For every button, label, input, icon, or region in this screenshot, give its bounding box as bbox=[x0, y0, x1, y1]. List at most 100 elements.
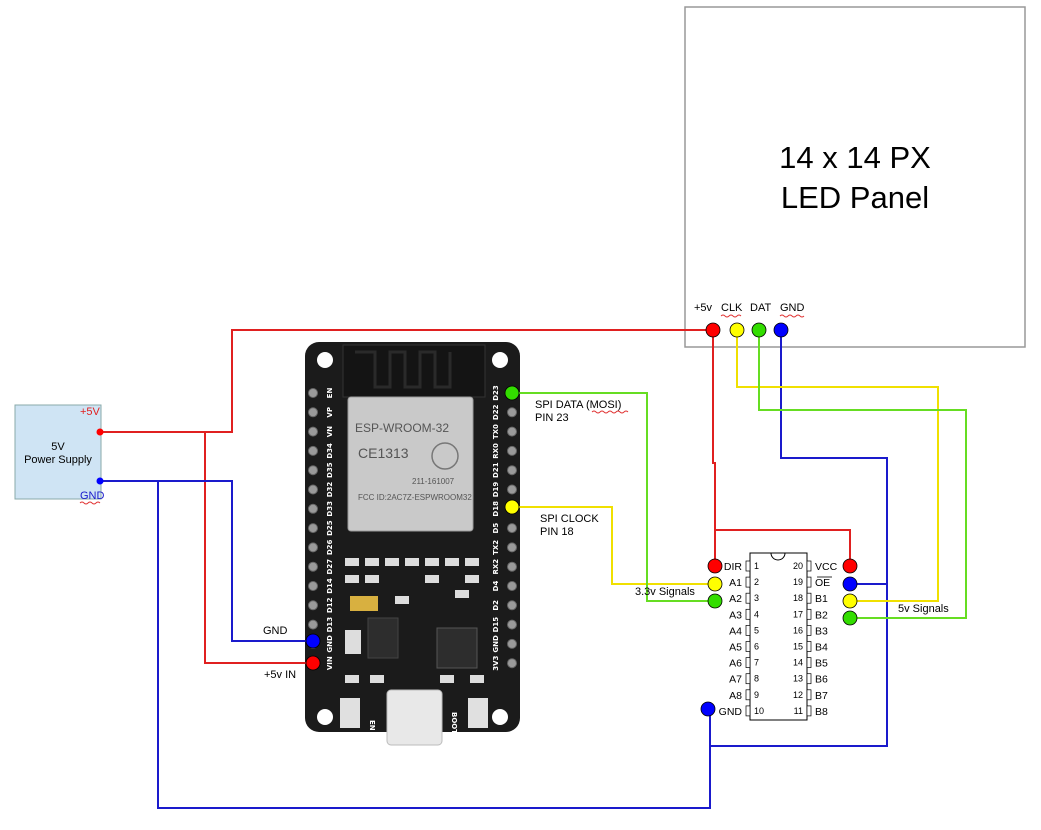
esp32-d23-dot bbox=[504, 385, 520, 401]
panel-title-line2: LED Panel bbox=[781, 180, 929, 215]
wires bbox=[100, 329, 967, 809]
chip-right-pin-name: B1 bbox=[815, 593, 828, 605]
chip-left-pin-leg bbox=[745, 560, 751, 572]
chip-left-pin-name: A6 bbox=[729, 658, 742, 670]
esp32-right-pin-label: D19 bbox=[492, 482, 500, 498]
panel-pin-gnd-label: GND bbox=[780, 302, 805, 314]
esp32-vin-label: +5v IN bbox=[264, 669, 296, 681]
chip-left-pin-name: A1 bbox=[729, 577, 742, 589]
chip-left-pin-number: 8 bbox=[754, 674, 759, 684]
esp32-gnd-label: GND bbox=[263, 625, 288, 637]
esp32-right-pin bbox=[507, 445, 517, 456]
esp32-vin-dot bbox=[305, 655, 321, 671]
panel-title-line1: 14 x 14 PX bbox=[779, 140, 931, 175]
chip-right-pin-leg bbox=[806, 689, 812, 701]
chip-left-pin-name: DIR bbox=[724, 561, 743, 573]
esp32-right-pin bbox=[507, 542, 517, 553]
chip-left-pin-number: 6 bbox=[754, 642, 759, 652]
esp32-left-pin-label: D35 bbox=[326, 462, 334, 478]
panel-dat-dot bbox=[751, 322, 767, 338]
esp32-right-pin-label: D22 bbox=[492, 404, 500, 420]
power-supply-label-line2: Power Supply bbox=[24, 454, 92, 466]
esp32-right-pin-label: GND bbox=[492, 635, 500, 653]
chip-b2-dot bbox=[842, 610, 858, 626]
chip-right-pin-name: VCC bbox=[815, 561, 838, 573]
esp32-left-pin-label: GND bbox=[326, 635, 334, 653]
chip-right-pin-number: 20 bbox=[793, 561, 803, 571]
esp32-right-pin bbox=[507, 638, 517, 649]
chip-right-pin-number: 11 bbox=[794, 706, 803, 716]
esp32-right-pin-label: D18 bbox=[492, 501, 500, 517]
esp32-left-pin-label: D12 bbox=[326, 597, 334, 613]
chip-right-pin-number: 19 bbox=[793, 577, 803, 587]
chip-right-pin-leg bbox=[806, 673, 812, 685]
panel-gnd-dot bbox=[773, 322, 789, 338]
esp32-d18-dot bbox=[504, 499, 520, 515]
chip-right-pin-leg bbox=[806, 657, 812, 668]
esp32-right-pin bbox=[507, 658, 517, 669]
esp32-left-pin bbox=[308, 426, 318, 437]
annotations: SPI DATA (MOSI) PIN 23 SPI CLOCK PIN 18 … bbox=[263, 399, 949, 681]
chip-left-pin-leg bbox=[745, 689, 751, 701]
esp32-right-pin bbox=[507, 523, 517, 534]
chip-left-pin-name: A8 bbox=[729, 690, 742, 702]
signals-3v3-label: 3.3v Signals bbox=[635, 586, 695, 598]
esp32-module-name: ESP-WROOM-32 bbox=[355, 421, 449, 435]
esp32-en-button-label: EN bbox=[368, 720, 376, 731]
esp32-left-pin bbox=[308, 484, 318, 495]
panel-clk-dot bbox=[729, 322, 745, 338]
signals-5v-label: 5v Signals bbox=[898, 603, 949, 615]
chip-right-pin-leg bbox=[806, 705, 812, 717]
esp32-left-pin bbox=[308, 388, 318, 398]
chip-left-pin-number: 1 bbox=[754, 561, 759, 571]
esp32-right-pin bbox=[507, 426, 517, 437]
esp32-left-pin-label: D14 bbox=[326, 578, 334, 594]
supply-pos-dot bbox=[96, 428, 104, 436]
esp32-right-pin-label: RX2 bbox=[492, 559, 500, 575]
esp32-right-pin bbox=[507, 465, 517, 476]
chip-a1-dot bbox=[707, 576, 723, 592]
esp32-left-pin-label: D34 bbox=[326, 443, 334, 459]
esp32-r-code: 211-161007 bbox=[412, 477, 455, 486]
chip-right-pin-number: 13 bbox=[793, 674, 803, 684]
esp32-right-pin bbox=[507, 581, 517, 591]
chip-left-pin-leg bbox=[745, 641, 751, 652]
spi-clock-label-line1: SPI CLOCK bbox=[540, 513, 599, 525]
esp32-left-pin-label: D13 bbox=[326, 617, 334, 633]
esp32-board: ESP-WROOM-32 CE1313 211-161007 FCC ID:2A… bbox=[305, 342, 520, 746]
esp32-left-pin bbox=[308, 619, 318, 630]
panel-pin-dat-label: DAT bbox=[750, 302, 771, 314]
chip-dir-dot bbox=[707, 558, 723, 574]
chip-right-pin-number: 14 bbox=[793, 658, 803, 668]
esp32-left-pin-label: VP bbox=[326, 407, 334, 418]
chip-left-pin-leg bbox=[745, 673, 751, 685]
chip-right-pin-name: B7 bbox=[815, 690, 828, 702]
esp32-left-pin bbox=[308, 407, 318, 418]
chip-oe-dot bbox=[842, 576, 858, 592]
esp32-left-pin bbox=[308, 542, 318, 553]
chip-left-pin-number: 2 bbox=[754, 577, 759, 587]
esp32-left-pin-label: D25 bbox=[326, 520, 334, 536]
esp32-right-pin bbox=[507, 600, 517, 611]
chip-left-pin-number: 9 bbox=[754, 690, 759, 700]
esp32-right-pin-label: D21 bbox=[492, 462, 500, 478]
chip-left-pin-name: A4 bbox=[729, 625, 742, 637]
spi-data-label-line2: PIN 23 bbox=[535, 412, 569, 424]
power-supply-neg-label: GND bbox=[80, 490, 105, 502]
chip-left-pin-name: A2 bbox=[729, 593, 742, 605]
chip-right-pin-number: 18 bbox=[793, 593, 803, 603]
esp32-left-pin bbox=[308, 445, 318, 456]
chip-right-pin-name: B3 bbox=[815, 625, 828, 637]
chip-vcc-dot bbox=[842, 558, 858, 574]
esp32-left-pin bbox=[308, 523, 318, 534]
esp32-right-pin-label: TX2 bbox=[492, 540, 500, 555]
esp32-right-pin bbox=[507, 407, 517, 418]
esp32-ce-mark: CE1313 bbox=[358, 445, 409, 461]
chip-left-pin-name: A5 bbox=[729, 642, 742, 654]
led-panel: 14 x 14 PX LED Panel +5v CLK DAT GND bbox=[684, 6, 1026, 348]
chip-left-pin-name: A7 bbox=[729, 674, 742, 686]
esp32-left-pin bbox=[308, 600, 318, 611]
esp32-right-pin-label: D2 bbox=[492, 600, 500, 611]
